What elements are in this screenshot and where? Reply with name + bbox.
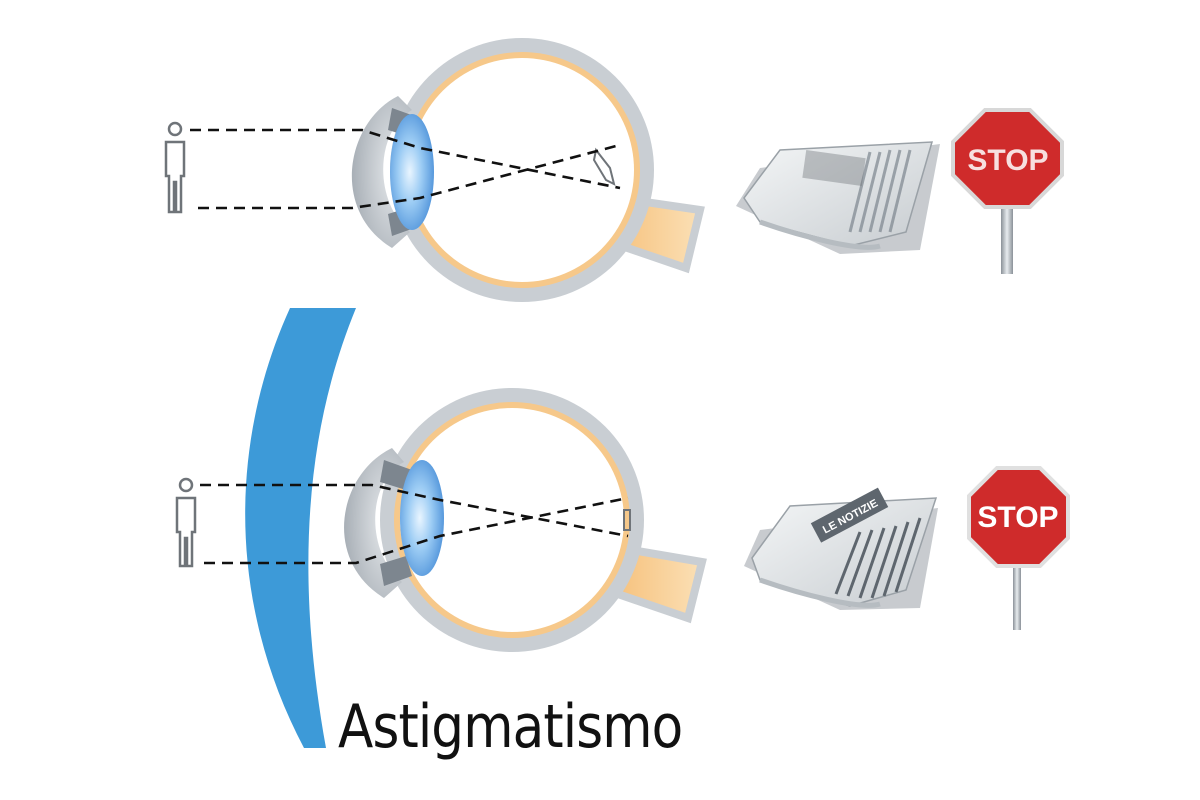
- stop-sign-text: STOP: [967, 144, 1048, 177]
- eye-diagram: [344, 388, 707, 652]
- diagram-caption: Astigmatismo: [338, 692, 683, 762]
- person-icon: [175, 477, 197, 568]
- eyeball-interior: [400, 408, 624, 632]
- light-rays: [200, 483, 629, 565]
- blurred-image-icon: [592, 147, 616, 186]
- stop-sign-text: STOP: [977, 501, 1058, 534]
- sharp-image-icon: [623, 509, 631, 531]
- cornea: [351, 96, 412, 248]
- stop-sign: STOP: [967, 466, 1070, 630]
- light-rays: [190, 128, 621, 210]
- corrective-lens: [245, 308, 356, 748]
- panel-corrected: LE NOTIZIE STOP: [175, 388, 1070, 652]
- stop-sign: STOP: [951, 108, 1064, 274]
- iris-bottom: [380, 556, 412, 586]
- iris-top: [380, 460, 412, 490]
- panel-uncorrected: STOP: [164, 38, 1064, 302]
- newspaper-icon: [736, 141, 940, 254]
- person-icon: [164, 121, 186, 214]
- cornea: [344, 448, 404, 598]
- crystalline-lens: [400, 460, 444, 576]
- crystalline-lens: [390, 114, 434, 230]
- newspaper-icon: LE NOTIZIE: [744, 487, 938, 610]
